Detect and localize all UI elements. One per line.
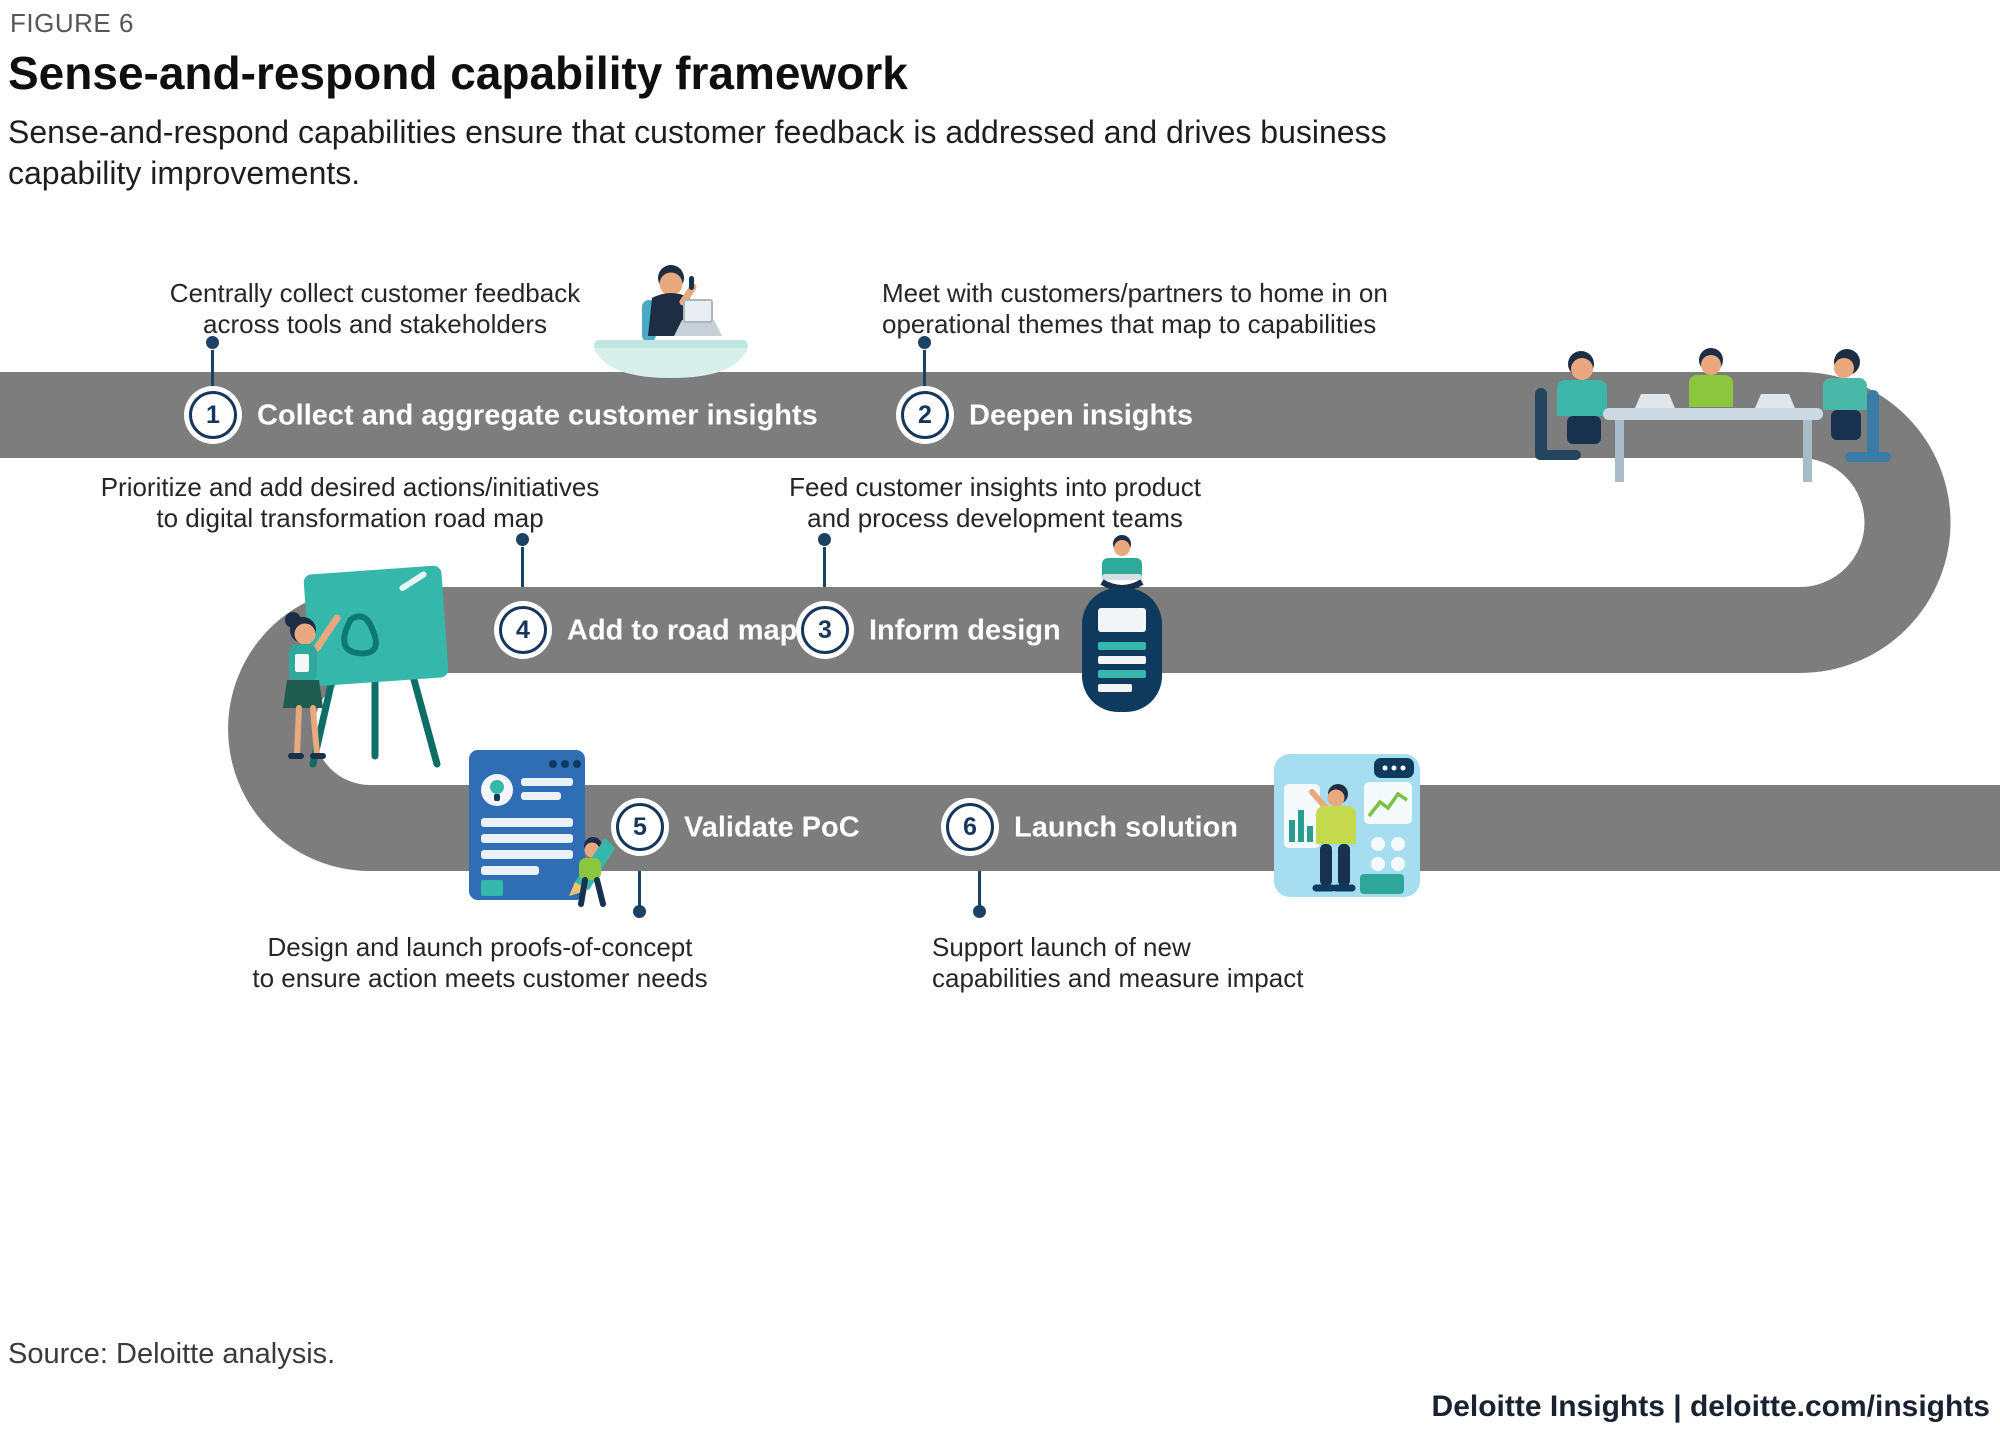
annotation-line-2: operational themes that map to capabilit… [882,308,1377,339]
customer-call-illustration [594,265,748,378]
figure-label: FIGURE 6 [10,8,134,38]
step-6-label: Launch solution [1014,811,1238,844]
step-2-label: Deepen insights [969,399,1193,432]
step-4-connector-line [521,547,524,587]
annotation-line-2: to digital transformation road map [156,502,544,533]
step-3-annotation: Feed customer insights into product and … [780,472,1210,533]
source-note: Source: Deloitte analysis. [8,1338,336,1370]
step-5-label: Validate PoC [684,811,860,844]
annotation-line-1: Prioritize and add desired actions/initi… [100,472,600,502]
annotation-line-2: and process development teams [807,502,1183,533]
step-number: 6 [963,812,977,841]
step-6-connector-line [978,871,981,907]
step-number: 3 [818,615,832,644]
annotation-line-2: to ensure action meets customer needs [252,962,708,993]
whiteboard-presenter-illustration [283,565,449,768]
annotation-line-1: Design and launch proofs-of-concept [267,932,693,962]
step-4-connector-dot [516,533,529,546]
step-5-connector-dot [633,905,646,918]
step-6-marker: 6 [946,803,994,851]
step-2-connector-dot [918,336,931,349]
meeting-illustration [1535,348,1891,482]
step-5-marker: 5 [616,803,664,851]
step-4-annotation: Prioritize and add desired actions/initi… [95,472,605,533]
step-5-annotation: Design and launch proofs-of-concept to e… [250,932,710,993]
step-1-connector-dot [206,336,219,349]
step-2-marker: 2 [901,391,949,439]
step-number: 4 [516,615,530,644]
mobile-design-illustration [1082,535,1162,712]
step-2-connector-line [923,350,926,391]
step-1-label: Collect and aggregate customer insights [257,399,818,432]
step-3-label: Inform design [869,614,1061,647]
step-number: 1 [206,400,220,429]
step-3-marker: 3 [801,606,849,654]
figure-subtitle: Sense-and-respond capabilities ensure th… [8,114,1387,191]
annotation-line-1: Centrally collect customer feedback [169,278,581,308]
dashboard-launch-illustration [1274,754,1420,897]
annotation-line-1: Support launch of new [932,932,1191,962]
figure-title: Sense-and-respond capability framework [8,47,908,99]
step-1-connector-line [211,350,214,391]
annotation-line-1: Feed customer insights into product [789,472,1201,502]
step-4-label: Add to road map [567,614,798,647]
annotation-line-2: across tools and stakeholders [203,308,547,339]
step-1-annotation: Centrally collect customer feedback acro… [150,278,600,339]
step-6-annotation: Support launch of new capabilities and m… [932,932,1372,993]
step-3-connector-dot [818,533,831,546]
step-4-marker: 4 [499,606,547,654]
step-number: 2 [918,400,932,429]
poc-document-illustration [469,750,615,907]
step-number: 5 [633,812,647,841]
step-5-connector-line [638,871,641,907]
footer-branding: Deloitte Insights | deloitte.com/insight… [1431,1390,1990,1423]
step-3-connector-line [823,547,826,587]
step-1-marker: 1 [189,391,237,439]
annotation-line-1: Meet with customers/partners to home in … [882,278,1388,308]
step-6-connector-dot [973,905,986,918]
annotation-line-2: capabilities and measure impact [932,962,1304,993]
step-2-annotation: Meet with customers/partners to home in … [882,278,1422,339]
